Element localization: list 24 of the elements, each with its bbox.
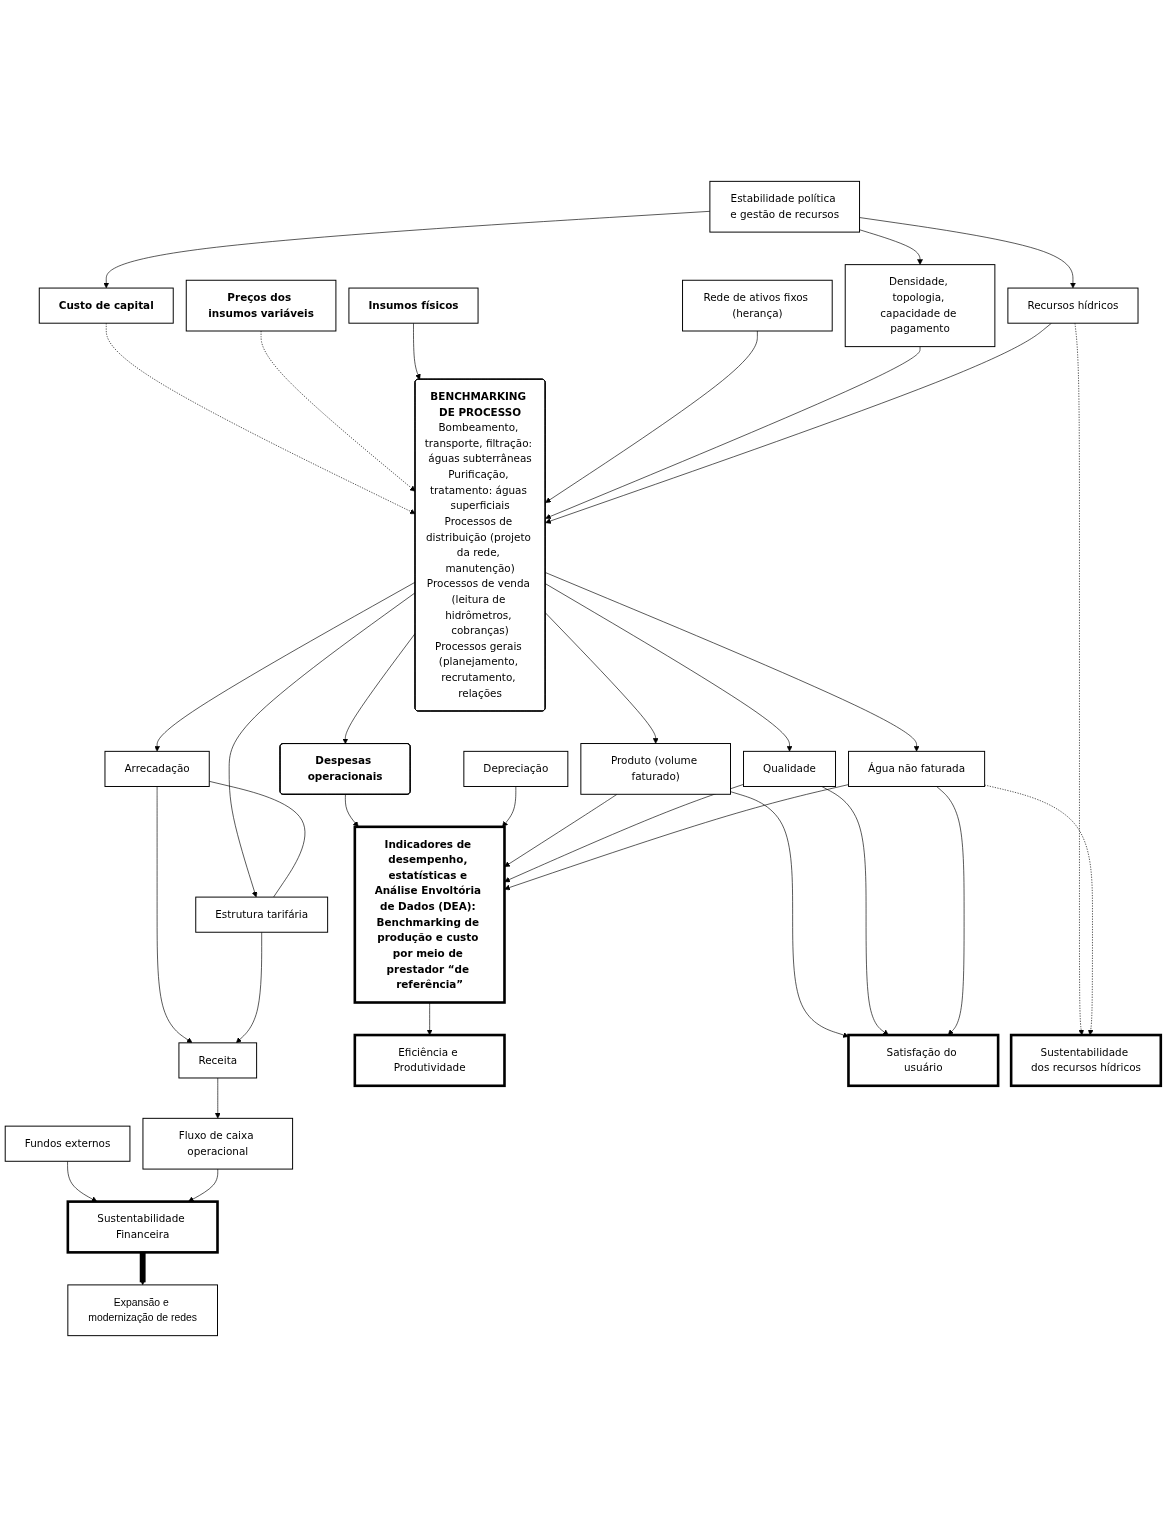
connector bbox=[208, 781, 306, 898]
node-box: Satisfação do usuário bbox=[847, 1033, 1000, 1088]
node-box: Rede de ativos fixos (herança) bbox=[682, 279, 833, 332]
node-box: Sustentabilidade Financeira bbox=[66, 1200, 219, 1254]
node-box: Estrutura tarifária bbox=[195, 896, 329, 933]
node-box: Estabilidade política e gestão de recursos bbox=[709, 180, 861, 233]
node-box: Recursos hídricos bbox=[1007, 287, 1139, 324]
node-box: Fluxo de caixa operacional bbox=[142, 1117, 294, 1170]
node-box: Eficiência e Produtividade bbox=[353, 1033, 506, 1088]
node-box: Indicadores de desempenho, estatísticas e Análise Envoltória de Dados (DEA): Benchmarking de produção e custo por meio de prestador “de referência” bbox=[353, 825, 506, 1004]
node-box: Depreciação bbox=[463, 750, 569, 787]
arrow bbox=[139, 1252, 146, 1286]
node-box: Preços dos insumos variáveis bbox=[185, 279, 337, 332]
node-box: Receita bbox=[178, 1042, 258, 1079]
node-box: Custo de capital bbox=[38, 287, 174, 324]
node-box: Produto (volume faturado) bbox=[580, 743, 731, 795]
node-box: Expansão e modernização de redes bbox=[67, 1284, 218, 1337]
node-box: Água não faturada bbox=[848, 750, 986, 787]
node-box: Qualidade bbox=[743, 750, 836, 787]
node-box: Densidade, topologia, capacidade de pagamento bbox=[844, 264, 996, 348]
node-box: Arrecadação bbox=[104, 750, 210, 787]
node-box: Sustentabilidade dos recursos hídricos bbox=[1009, 1033, 1163, 1088]
node-box: Insumos físicos bbox=[348, 287, 479, 324]
node-box: Fundos externos bbox=[4, 1125, 131, 1162]
